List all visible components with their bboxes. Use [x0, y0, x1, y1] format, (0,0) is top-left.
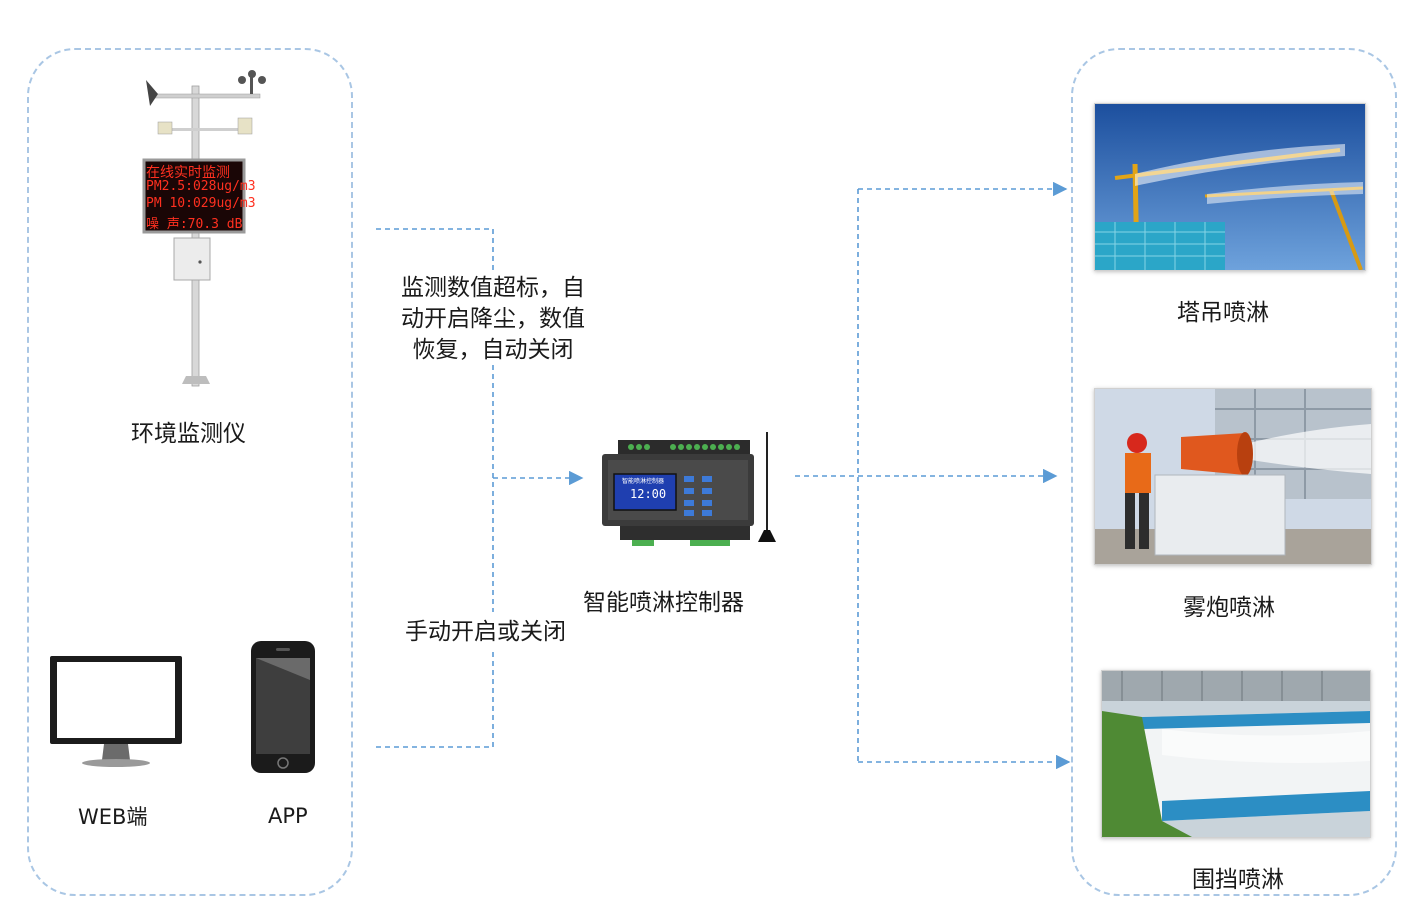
monitor-label: 环境监测仪 [131, 421, 246, 447]
auto-rule-note: 监测数值超标，自 动开启降尘，数值 恢复，自动关闭 [386, 273, 600, 366]
fence-spray-label: 围挡喷淋 [1192, 867, 1284, 893]
environment-monitor-icon: 在线实时监测 PM2.5:028ug/m3 PM 10:029ug/m3 噪 声… [140, 66, 270, 391]
auto-trigger-line [376, 228, 494, 270]
auto-rule-line-1: 监测数值超标，自 [401, 275, 585, 301]
led-line-title: 在线实时监测 [146, 165, 230, 181]
fog-cannon-spray-photo [1094, 388, 1372, 565]
fence-spray-photo [1101, 670, 1371, 838]
right-panel [1071, 48, 1397, 896]
manual-rule-note: 手动开启或关闭 [405, 619, 566, 645]
led-line-pm25: PM2.5:028ug/m3 [146, 179, 256, 194]
led-line-noise: 噪 声:70.3 dB [146, 217, 243, 232]
controller-label: 智能喷淋控制器 [583, 590, 744, 616]
app-label: APP [268, 804, 308, 828]
tower-crane-spray-label: 塔吊喷淋 [1177, 300, 1269, 326]
desktop-monitor-icon [48, 654, 184, 772]
left-panel [27, 48, 353, 896]
controller-screen-time: 12:00 [630, 487, 667, 501]
fog-cannon-spray-label: 雾炮喷淋 [1183, 595, 1275, 621]
manual-trigger-line [372, 652, 494, 748]
auto-rule-line-2: 动开启降尘，数值 [401, 306, 585, 332]
led-line-pm10: PM 10:029ug/m3 [146, 196, 256, 211]
spray-controller-device-icon: 智能喷淋控制器 12:00 [598, 430, 782, 555]
auto-rule-line-3: 恢复，自动关闭 [412, 337, 574, 363]
tower-crane-spray-photo [1094, 103, 1366, 271]
controller-screen-title: 智能喷淋控制器 [622, 478, 665, 485]
web-label: WEB端 [78, 805, 148, 829]
smartphone-icon [250, 640, 316, 774]
